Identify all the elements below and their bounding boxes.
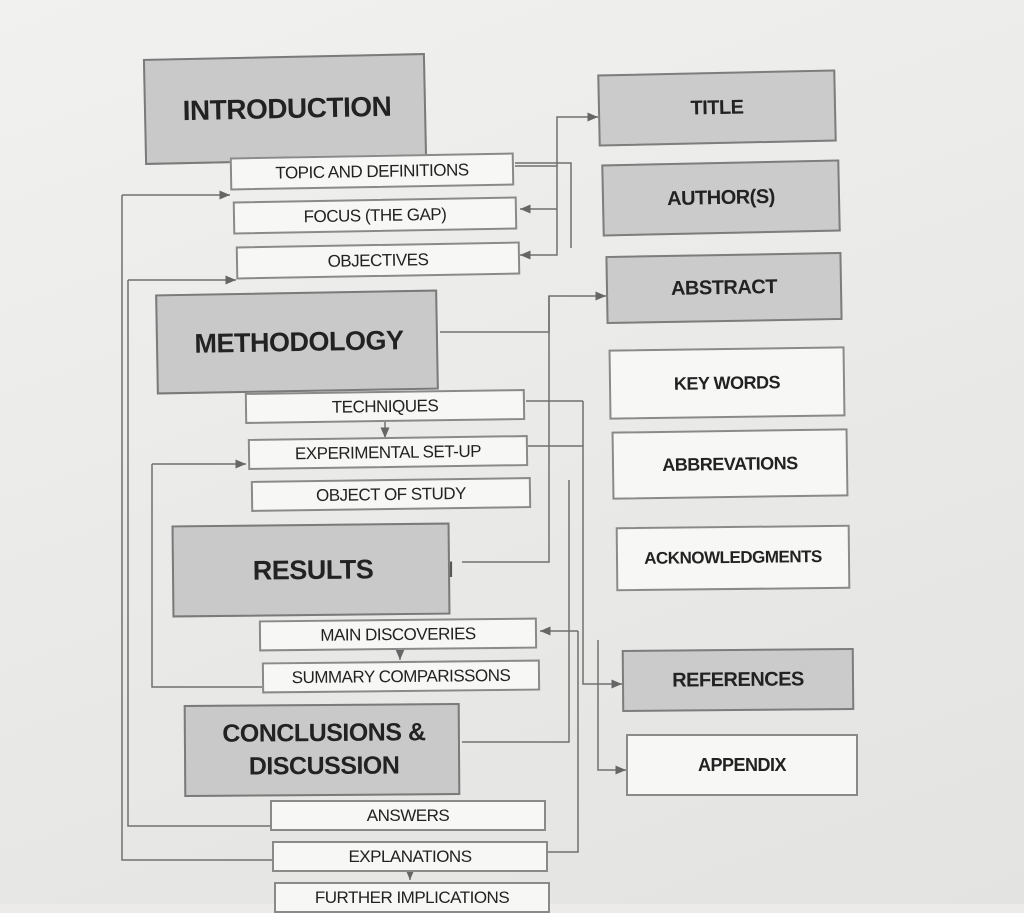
techniques-box: TECHNIQUES — [244, 389, 526, 424]
experimental-set-up-box: EXPERIMENTAL SET-UP — [247, 435, 529, 470]
explanations-box: EXPLANATIONS — [272, 841, 548, 872]
appendix-box: APPENDIX — [626, 734, 858, 796]
results-box: RESULTS — [171, 522, 451, 618]
text-cursor-icon: I — [448, 557, 455, 582]
abbrevations-box: ABBREVATIONS — [611, 428, 849, 500]
main-discoveries-box: MAIN DISCOVERIES — [258, 617, 538, 652]
abstract-box: ABSTRACT — [605, 251, 843, 325]
authors-box: AUTHOR(S) — [601, 159, 841, 237]
introduction-box: INTRODUCTION — [142, 53, 428, 165]
references-box: REFERENCES — [621, 647, 855, 713]
methodology-box: METHODOLOGY — [155, 289, 439, 395]
title-box: TITLE — [597, 69, 837, 147]
objectives-box: OBJECTIVES — [235, 241, 521, 280]
object-of-study-box: OBJECT OF STUDY — [250, 477, 532, 512]
conclusions-box: CONCLUSIONS & DISCUSSION — [183, 703, 461, 797]
further-implications-box: FURTHER IMPLICATIONS — [274, 882, 550, 913]
acknowledgments-box: ACKNOWLEDGMENTS — [615, 524, 851, 592]
key-words-box: KEY WORDS — [608, 346, 846, 420]
answers-box: ANSWERS — [270, 800, 546, 831]
topic-and-definitions-box: TOPIC AND DEFINITIONS — [229, 152, 515, 191]
focus-the-gap-box: FOCUS (THE GAP) — [232, 196, 518, 235]
summary-comparissons-box: SUMMARY COMPARISSONS — [261, 659, 541, 694]
